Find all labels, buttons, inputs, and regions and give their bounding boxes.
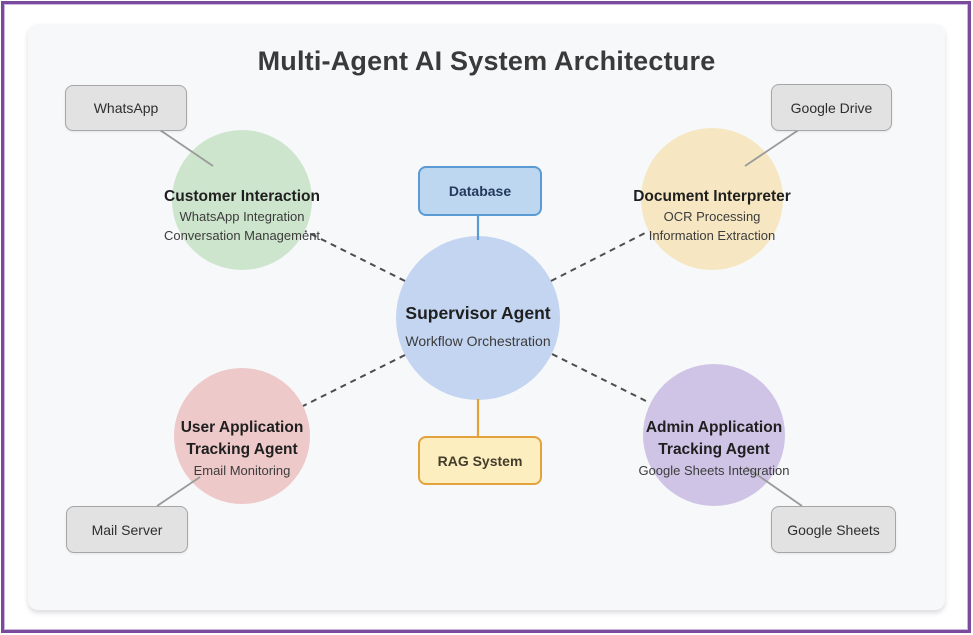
document-interpreter-circle [641, 128, 783, 270]
admin-tracking-agent-node: Admin Application Tracking Agent Google … [594, 417, 834, 480]
user-tracking-agent-detail: Email Monitoring [193, 462, 291, 478]
google-sheets-label: Google Sheets [787, 521, 880, 538]
customer-interaction-detail: WhatsApp Integration [179, 209, 305, 225]
whatsapp-label: WhatsApp [93, 100, 159, 116]
mail-server-label: Mail Server [91, 521, 163, 538]
database-label: Database [448, 183, 512, 199]
document-interpreter-detail: Information Extraction [648, 227, 776, 243]
user-tracking-agent-circle [174, 368, 310, 504]
rag-system-label: RAG System [437, 452, 523, 469]
database-node: Database [418, 166, 542, 216]
connector-supervisor-customer [304, 230, 406, 282]
rag-system-node: RAG System [418, 436, 542, 485]
connector-whatsapp-customer [156, 127, 214, 167]
admin-tracking-agent-detail: Google Sheets Integration [638, 462, 790, 478]
user-tracking-agent-title-line2: Tracking Agent [186, 441, 298, 459]
user-tracking-agent-node: User Application Tracking Agent Email Mo… [122, 417, 362, 480]
mail-server-node: Mail Server [66, 506, 188, 553]
admin-tracking-agent-title-line2: Tracking Agent [658, 441, 770, 459]
google-drive-label: Google Drive [790, 99, 873, 116]
connector-supervisor-user [302, 354, 406, 407]
supervisor-agent-node: Supervisor Agent Workflow Orchestration [358, 301, 598, 352]
document-interpreter-detail: OCR Processing [663, 209, 761, 225]
user-tracking-agent-title-line1: User Application [180, 419, 304, 436]
document-interpreter-node: Document Interpreter OCR Processing Info… [592, 186, 832, 245]
connector-googledrive-document [744, 128, 801, 167]
customer-interaction-node: Customer Interaction WhatsApp Integratio… [122, 186, 362, 245]
supervisor-agent-subtitle: Workflow Orchestration [405, 333, 551, 350]
google-drive-node: Google Drive [771, 84, 892, 131]
supervisor-agent-circle [396, 236, 560, 400]
connector-supervisor-document [550, 230, 650, 282]
connector-googlesheets-admin [745, 466, 803, 507]
connector-supervisor-admin [551, 353, 651, 404]
document-interpreter-title: Document Interpreter [633, 188, 791, 205]
diagram-title: Multi-Agent AI System Architecture [257, 46, 716, 76]
connector-mailserver-user [156, 476, 201, 507]
customer-interaction-title: Customer Interaction [164, 188, 320, 205]
customer-interaction-detail: Conversation Management [163, 227, 321, 243]
google-sheets-node: Google Sheets [771, 506, 896, 553]
supervisor-agent-title: Supervisor Agent [405, 303, 551, 323]
whatsapp-node: WhatsApp [65, 85, 187, 131]
admin-tracking-agent-title-line1: Admin Application [645, 419, 783, 436]
admin-tracking-agent-circle [643, 364, 785, 506]
